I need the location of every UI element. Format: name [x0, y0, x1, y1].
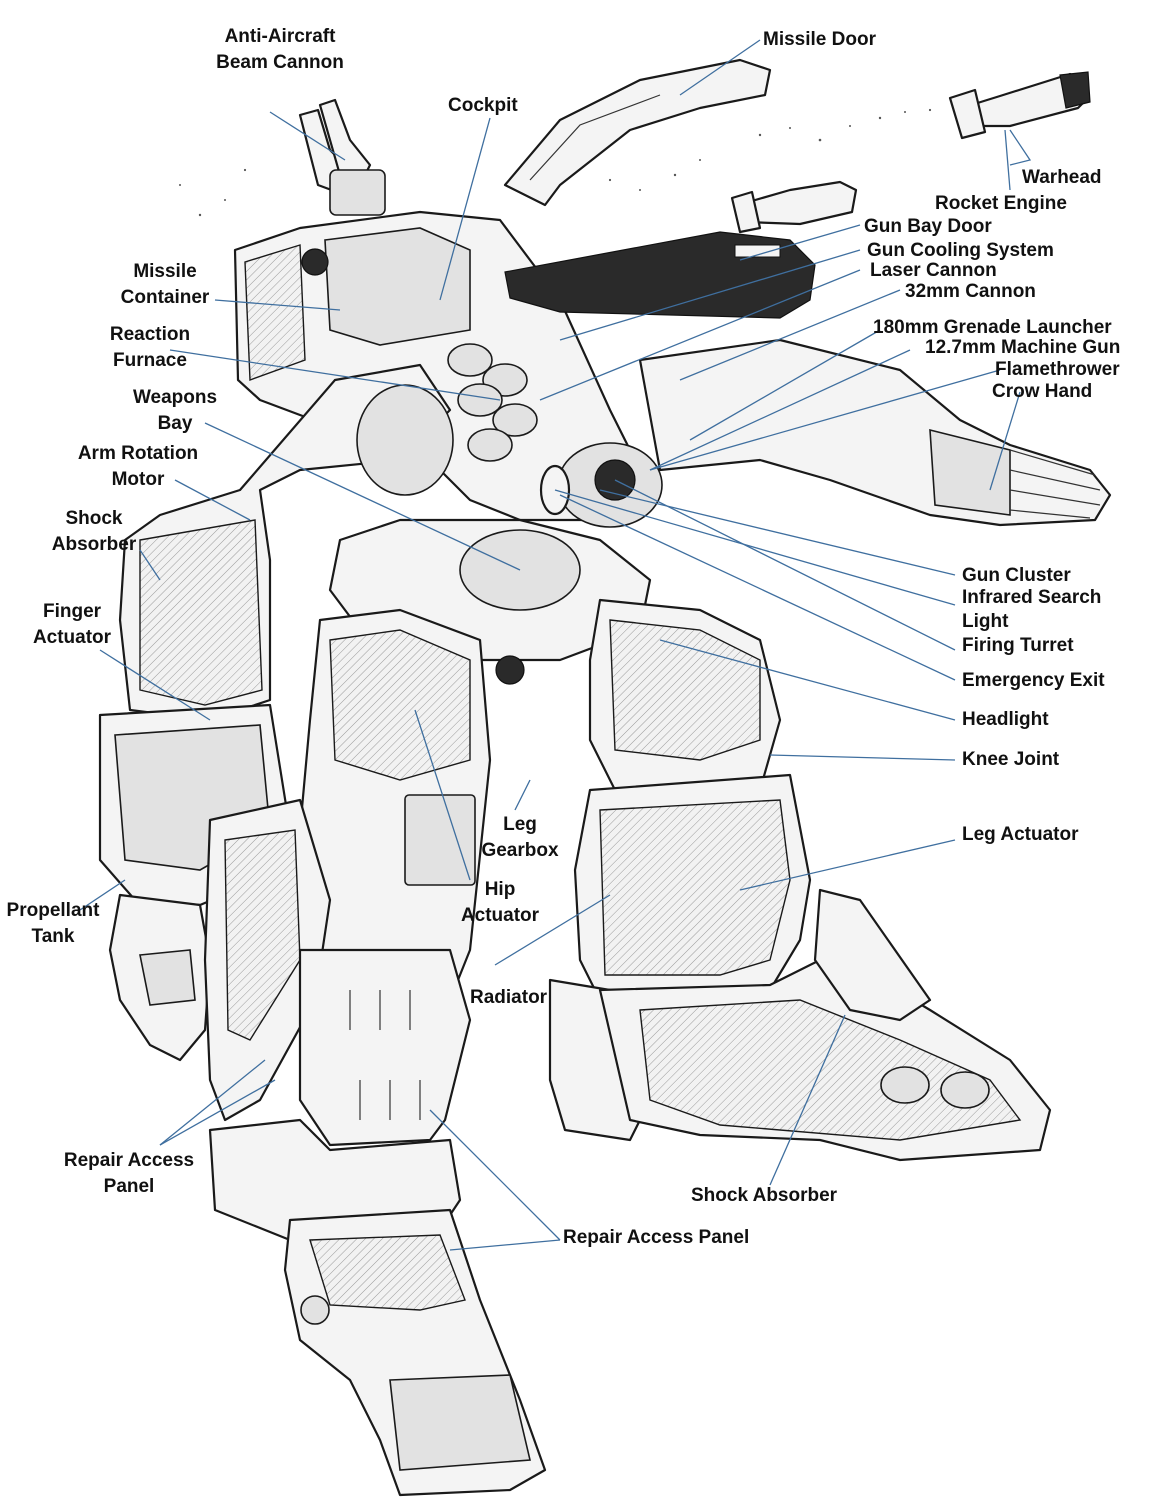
- label-laser-cannon: Laser Cannon: [870, 260, 997, 281]
- label-hip-actuator: Hip Actuator: [450, 877, 550, 929]
- label-line: Leg: [503, 814, 537, 835]
- label-crow-hand: Crow Hand: [992, 381, 1093, 402]
- label-flamethrower: Flamethrower: [995, 359, 1120, 380]
- label-line: Missile: [133, 261, 197, 282]
- label-32mm-cannon: 32mm Cannon: [905, 281, 1036, 302]
- label-anti-aircraft-beam-cannon: Anti-Aircraft Beam Cannon: [200, 24, 360, 76]
- label-arm-rotation-motor: Arm Rotation Motor: [58, 441, 218, 493]
- leader-lines: [79, 39, 1032, 1251]
- label-gun-bay-door: Gun Bay Door: [864, 216, 992, 237]
- label-line: Beam Cannon: [216, 52, 344, 73]
- label-line: Gearbox: [481, 840, 559, 861]
- label-missile-door: Missile Door: [763, 29, 876, 50]
- label-line: Propellant: [6, 900, 100, 921]
- label-line: Actuator: [32, 627, 112, 648]
- label-line: Light: [962, 611, 1009, 632]
- label-cockpit: Cockpit: [448, 95, 518, 116]
- label-line: Reaction: [109, 324, 191, 345]
- missile-upper: [948, 71, 1091, 140]
- left-shin: [298, 948, 472, 1147]
- label-line: Infrared Search: [962, 587, 1102, 608]
- label-rocket-engine: Rocket Engine: [935, 193, 1067, 214]
- label-leg-actuator: Leg Actuator: [962, 824, 1079, 845]
- label-emergency-exit: Emergency Exit: [962, 670, 1105, 691]
- label-repair-access-panel-right: Repair Access Panel: [563, 1227, 750, 1248]
- label-radiator: Radiator: [470, 987, 548, 1008]
- label-shock-absorber-arm: Shock Absorber: [38, 506, 150, 558]
- label-headlight: Headlight: [962, 709, 1049, 730]
- label-reaction-furnace: Reaction Furnace: [95, 322, 205, 374]
- label-line: Repair Access: [63, 1150, 195, 1171]
- label-repair-access-panel-left: Repair Access Panel: [48, 1148, 210, 1200]
- label-line: Actuator: [460, 905, 540, 926]
- missile-lower: [730, 180, 858, 234]
- label-line: Weapons: [132, 387, 218, 408]
- label-line: Tank: [31, 926, 75, 947]
- beam-cannon: [298, 98, 386, 216]
- label-line: Motor: [111, 469, 165, 490]
- label-line: Anti-Aircraft: [224, 26, 336, 47]
- label-180mm-grenade-launcher: 180mm Grenade Launcher: [873, 317, 1112, 338]
- label-line: Container: [120, 287, 210, 308]
- label-leg-gearbox: Leg Gearbox: [470, 812, 570, 864]
- label-line: Furnace: [113, 350, 187, 371]
- reaction-furnace-tanks: [447, 343, 538, 462]
- label-line: Bay: [157, 413, 193, 434]
- label-propellant-tank: Propellant Tank: [0, 898, 106, 950]
- label-line: Shock: [65, 508, 123, 529]
- label-line: Absorber: [51, 534, 137, 555]
- label-line: Finger: [42, 601, 102, 622]
- label-line: Hip: [484, 879, 516, 900]
- label-weapons-bay: Weapons Bay: [120, 385, 230, 437]
- label-line: Panel: [103, 1176, 155, 1197]
- label-finger-actuator: Finger Actuator: [18, 599, 126, 651]
- missile-door: [503, 58, 772, 207]
- label-infrared-search-light: Infrared Search Light: [962, 585, 1101, 635]
- exhaust-trail: [179, 108, 932, 217]
- label-firing-turret: Firing Turret: [962, 635, 1074, 656]
- label-warhead: Warhead: [1022, 167, 1102, 188]
- label-missile-container: Missile Container: [105, 259, 225, 311]
- label-knee-joint: Knee Joint: [962, 749, 1060, 770]
- label-gun-cluster: Gun Cluster: [962, 565, 1071, 586]
- label-line: Arm Rotation: [77, 443, 199, 464]
- label-gun-cooling-system: Gun Cooling System: [867, 240, 1054, 261]
- label-shock-absorber-leg: Shock Absorber: [691, 1185, 838, 1206]
- label-12-7mm-machine-gun: 12.7mm Machine Gun: [925, 337, 1121, 358]
